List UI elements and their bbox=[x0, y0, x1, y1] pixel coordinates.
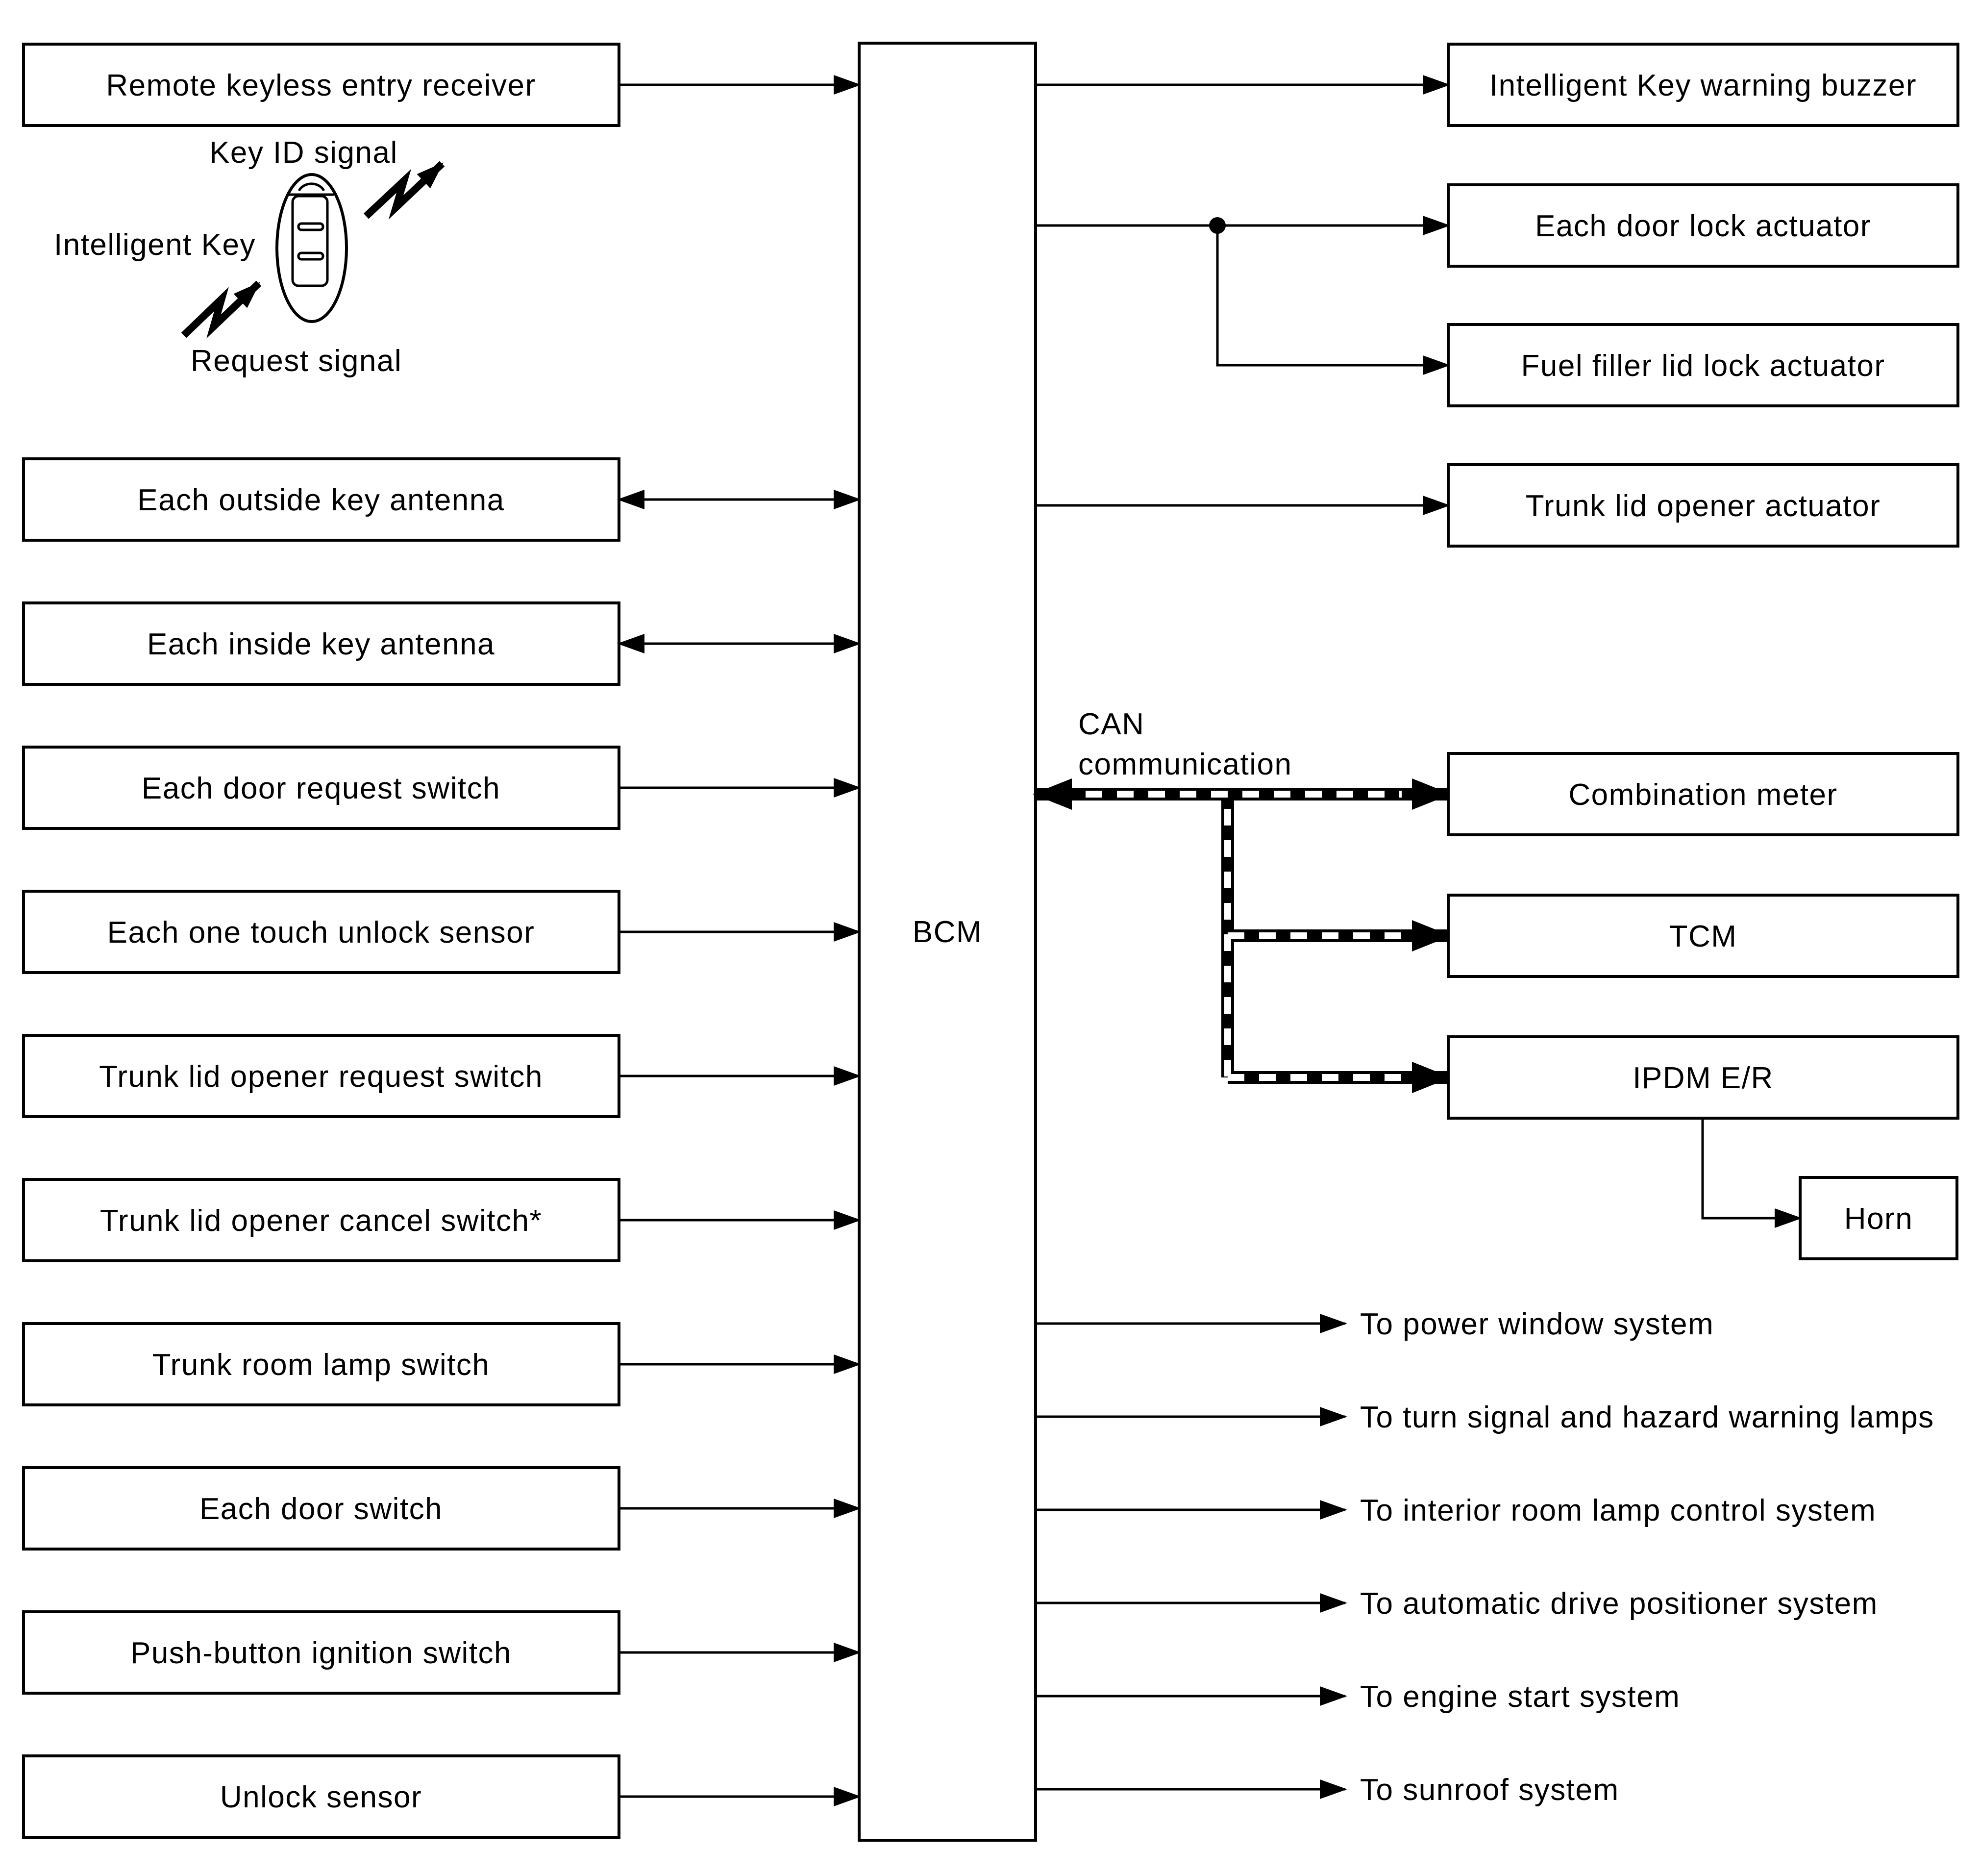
to-interior-room-lamp-control-system: To interior room lamp control system bbox=[1036, 1494, 1876, 1527]
output-horn: Horn bbox=[1799, 1176, 1958, 1260]
output-label: Each door lock actuator bbox=[1535, 209, 1871, 243]
input-door-switch: Each door switch bbox=[22, 1466, 620, 1551]
bcm-label: BCM bbox=[913, 915, 982, 949]
to-system-label: To automatic drive positioner system bbox=[1360, 1587, 1878, 1621]
can-label-line2: communication bbox=[1078, 748, 1292, 781]
input-trunk-room-lamp-switch: Trunk room lamp switch bbox=[22, 1322, 620, 1406]
input-inside-key-antenna: Each inside key antenna bbox=[22, 601, 620, 686]
can-label: CAN communication bbox=[1078, 707, 1292, 781]
input-label: Each one touch unlock sensor bbox=[107, 916, 535, 950]
input-label: Each outside key antenna bbox=[137, 483, 505, 517]
output-label: Fuel filler lid lock actuator bbox=[1521, 349, 1885, 383]
to-turn-signal-hazard-lamps: To turn signal and hazard warning lamps bbox=[1036, 1401, 1934, 1434]
request-signal-label: Request signal bbox=[191, 344, 402, 378]
output-ipdm-er: IPDM E/R bbox=[1447, 1035, 1959, 1120]
input-box bbox=[22, 457, 620, 542]
key-fob-button-2 bbox=[297, 251, 324, 261]
can-label-line1: CAN bbox=[1078, 707, 1144, 741]
intelligent-key-illustration: Key ID signal Intelligent Key Request si… bbox=[54, 136, 445, 378]
to-power-window-system: To power window system bbox=[1036, 1307, 1714, 1341]
input-box bbox=[22, 1178, 620, 1262]
input-box bbox=[22, 1322, 620, 1406]
to-sunroof-system: To sunroof system bbox=[1036, 1773, 1619, 1807]
input-label: Push-button ignition switch bbox=[130, 1636, 512, 1670]
input-label: Unlock sensor bbox=[220, 1780, 422, 1814]
can-bus bbox=[1033, 778, 1451, 1093]
bcm-rect bbox=[858, 42, 1037, 1842]
input-outside-key-antenna: Each outside key antenna bbox=[22, 457, 620, 542]
output-box bbox=[1799, 1176, 1958, 1260]
input-box bbox=[22, 1034, 620, 1118]
wire-branch-to-fuel-filler-actuator bbox=[1216, 225, 1450, 375]
bcm-box: BCM bbox=[858, 42, 1037, 1842]
to-automatic-drive-positioner-system: To automatic drive positioner system bbox=[1036, 1587, 1878, 1621]
input-label: Trunk lid opener request switch bbox=[99, 1060, 543, 1094]
output-label: Intelligent Key warning buzzer bbox=[1489, 69, 1917, 102]
output-box bbox=[1447, 463, 1959, 548]
to-system-label: To interior room lamp control system bbox=[1360, 1494, 1876, 1527]
key-fob-button-1 bbox=[297, 222, 324, 231]
input-remote-keyless-entry-receiver: Remote keyless entry receiver bbox=[22, 43, 620, 127]
key-id-signal-label: Key ID signal bbox=[209, 136, 398, 170]
to-system-label: To turn signal and hazard warning lamps bbox=[1360, 1401, 1934, 1434]
key-fob-panel bbox=[291, 195, 329, 287]
input-box bbox=[22, 1610, 620, 1695]
output-box bbox=[1447, 752, 1959, 836]
output-label: Combination meter bbox=[1568, 778, 1837, 812]
input-label: Trunk lid opener cancel switch* bbox=[100, 1204, 542, 1238]
output-fuel-filler-lid-lock-actuator: Fuel filler lid lock actuator bbox=[1447, 323, 1959, 407]
key-id-signal-wave-icon bbox=[363, 161, 445, 220]
key-fob-ring-arc bbox=[297, 182, 325, 192]
to-engine-start-system: To engine start system bbox=[1036, 1680, 1680, 1714]
input-box bbox=[22, 1466, 620, 1551]
input-label: Each door request switch bbox=[142, 772, 500, 805]
to-system-label: To power window system bbox=[1360, 1307, 1714, 1341]
output-intelligent-key-warning-buzzer: Intelligent Key warning buzzer bbox=[1447, 43, 1959, 127]
input-trunk-lid-opener-cancel-switch: Trunk lid opener cancel switch* bbox=[22, 1178, 620, 1262]
output-trunk-lid-opener-actuator: Trunk lid opener actuator bbox=[1447, 463, 1959, 548]
output-box bbox=[1447, 1035, 1959, 1120]
input-box bbox=[22, 43, 620, 127]
intelligent-key-label: Intelligent Key bbox=[54, 228, 256, 262]
output-tcm: TCM bbox=[1447, 894, 1959, 978]
output-door-lock-actuator: Each door lock actuator bbox=[1447, 183, 1959, 268]
key-fob-icon bbox=[275, 173, 348, 323]
output-box bbox=[1447, 323, 1959, 407]
output-label: Trunk lid opener actuator bbox=[1526, 489, 1881, 523]
output-box bbox=[1447, 43, 1959, 127]
output-label: Horn bbox=[1844, 1202, 1913, 1236]
key-fob-outline bbox=[275, 173, 348, 323]
to-system-label: To sunroof system bbox=[1360, 1773, 1619, 1807]
input-label: Remote keyless entry receiver bbox=[106, 69, 536, 102]
output-label: TCM bbox=[1669, 920, 1737, 953]
input-one-touch-unlock-sensor: Each one touch unlock sensor bbox=[22, 890, 620, 974]
to-system-label: To engine start system bbox=[1360, 1680, 1680, 1714]
output-combination-meter: Combination meter bbox=[1447, 752, 1959, 836]
output-label: IPDM E/R bbox=[1633, 1061, 1774, 1095]
input-unlock-sensor: Unlock sensor bbox=[22, 1754, 620, 1839]
request-signal-wave-icon bbox=[181, 280, 262, 339]
input-door-request-switch: Each door request switch bbox=[22, 746, 620, 830]
wire-ipdm-to-horn bbox=[1701, 1118, 1802, 1228]
input-label: Trunk room lamp switch bbox=[152, 1348, 490, 1382]
input-box bbox=[22, 890, 620, 974]
input-box bbox=[22, 601, 620, 686]
output-box bbox=[1447, 894, 1959, 978]
input-push-button-ignition-switch: Push-button ignition switch bbox=[22, 1610, 620, 1695]
input-label: Each inside key antenna bbox=[147, 627, 495, 661]
input-trunk-lid-opener-request-switch: Trunk lid opener request switch bbox=[22, 1034, 620, 1118]
input-label: Each door switch bbox=[199, 1492, 443, 1526]
output-box bbox=[1447, 183, 1959, 268]
